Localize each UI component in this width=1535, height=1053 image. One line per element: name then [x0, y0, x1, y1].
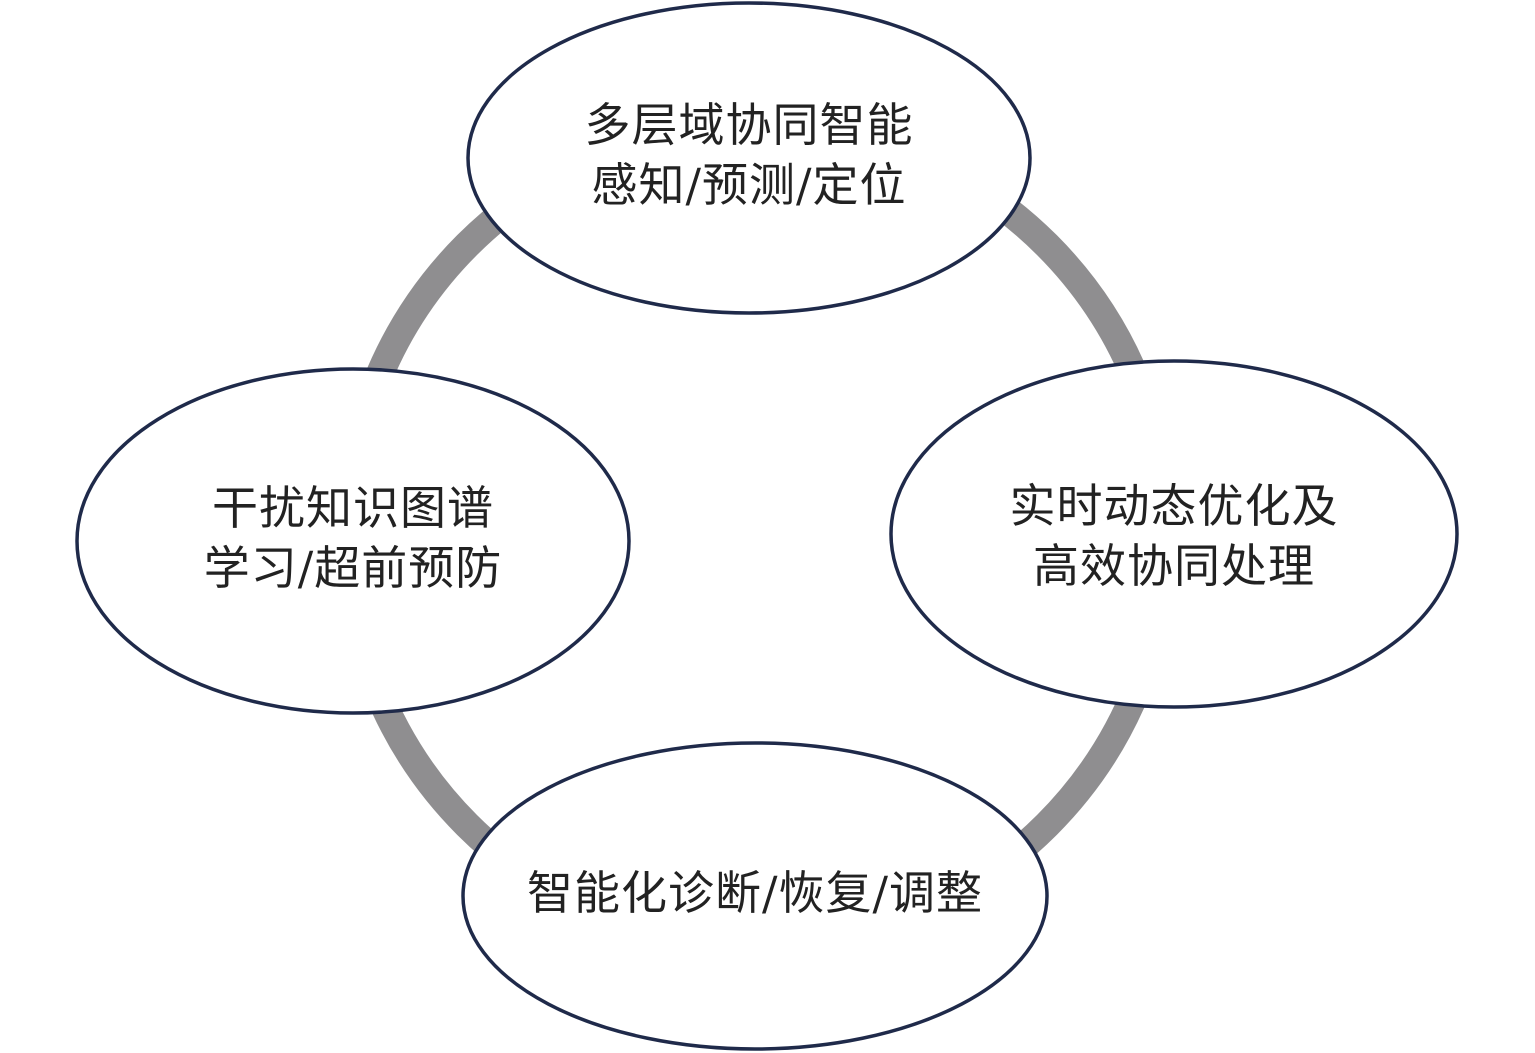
- node-bottom-ellipse: [461, 741, 1049, 1051]
- node-top-line-1: 多层域协同智能: [584, 98, 914, 152]
- node-left-ellipse: [75, 367, 631, 715]
- node-left-line-1: 干扰知识图谱: [212, 481, 494, 535]
- node-top-line-2: 感知/预测/定位: [591, 158, 907, 212]
- node-top-ellipse: [466, 1, 1032, 315]
- node-bottom-line-1: 智能化诊断/恢复/调整: [527, 866, 983, 920]
- node-bottom-label: 智能化诊断/恢复/调整: [527, 863, 983, 923]
- node-right-label: 实时动态优化及 高效协同处理: [1010, 476, 1339, 596]
- node-left-label: 干扰知识图谱 学习/超前预防: [204, 478, 503, 598]
- node-right-line-2: 高效协同处理: [1033, 539, 1315, 593]
- node-right-line-1: 实时动态优化及: [1009, 479, 1339, 533]
- node-right-ellipse: [889, 359, 1459, 709]
- node-left-line-2: 学习/超前预防: [203, 541, 503, 595]
- node-top-label: 多层域协同智能 感知/预测/定位: [585, 95, 914, 215]
